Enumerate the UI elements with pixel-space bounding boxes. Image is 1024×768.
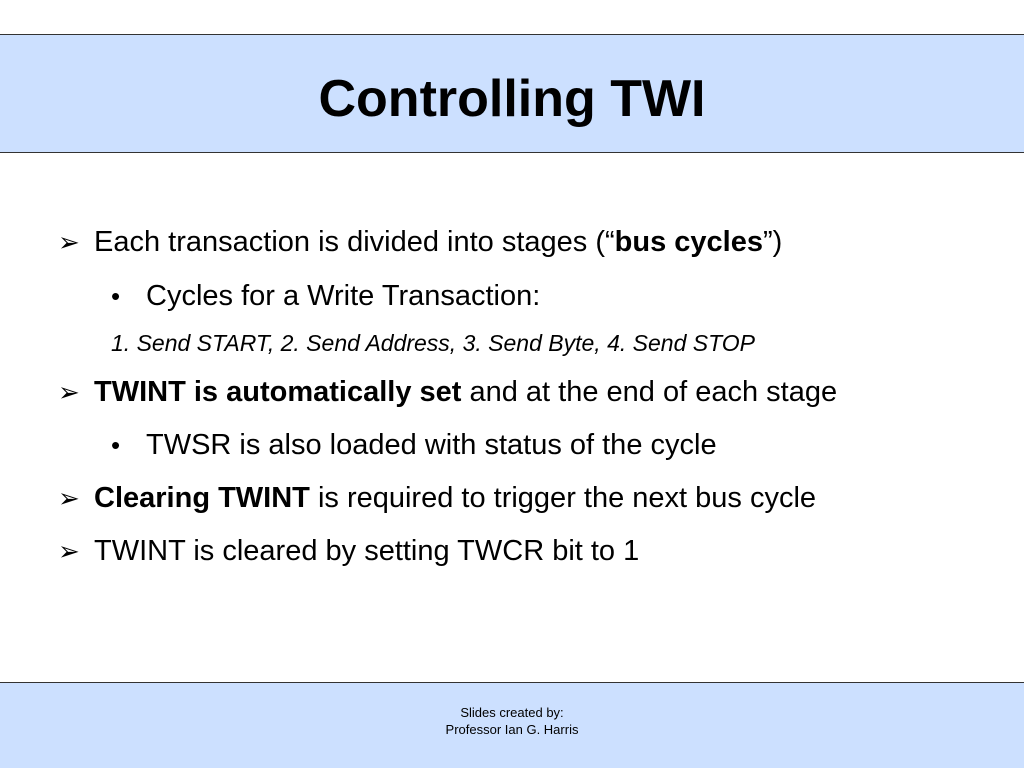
sub-bullet-twsr: TWSR is also loaded with status of the c… xyxy=(146,429,717,461)
arrow-bullet-icon: ➢ xyxy=(58,483,80,513)
bullet-bold-text: TWINT is automatically set xyxy=(94,376,462,408)
bullet-twcr: TWINT is cleared by setting TWCR bit to … xyxy=(94,535,640,567)
bullet-text: Each transaction is divided into stages … xyxy=(94,226,615,258)
title-band xyxy=(0,34,1024,153)
bullet-twint-set: TWINT is automatically set and at the en… xyxy=(94,374,837,410)
bullet-text: and at the end of each stage xyxy=(461,376,838,408)
bullet-clearing-twint: Clearing TWINT is required to trigger th… xyxy=(94,480,816,516)
footer-credit: Slides created by: Professor Ian G. Harr… xyxy=(0,704,1024,738)
footer-band xyxy=(0,682,1024,768)
arrow-bullet-icon: ➢ xyxy=(58,227,80,257)
dot-bullet-icon: • xyxy=(111,430,121,460)
bullet-text: ”) xyxy=(762,226,783,258)
dot-bullet-icon: • xyxy=(111,281,121,311)
arrow-bullet-icon: ➢ xyxy=(58,536,80,566)
slide-title: Controlling TWI xyxy=(318,70,706,128)
bullet-bold-text: bus cycles xyxy=(614,226,763,258)
arrow-bullet-icon: ➢ xyxy=(58,377,80,407)
footer-line-2: Professor Ian G. Harris xyxy=(445,722,579,737)
bullet-bus-cycles: Each transaction is divided into stages … xyxy=(94,224,782,260)
footer-line-1: Slides created by: xyxy=(460,705,564,720)
numbered-steps: 1. Send START, 2. Send Address, 3. Send … xyxy=(111,330,755,356)
sub-bullet-write-cycles: Cycles for a Write Transaction: xyxy=(146,280,541,312)
bullet-bold-text: Clearing TWINT xyxy=(94,482,310,514)
bullet-text: is required to trigger the next bus cycl… xyxy=(309,482,817,514)
